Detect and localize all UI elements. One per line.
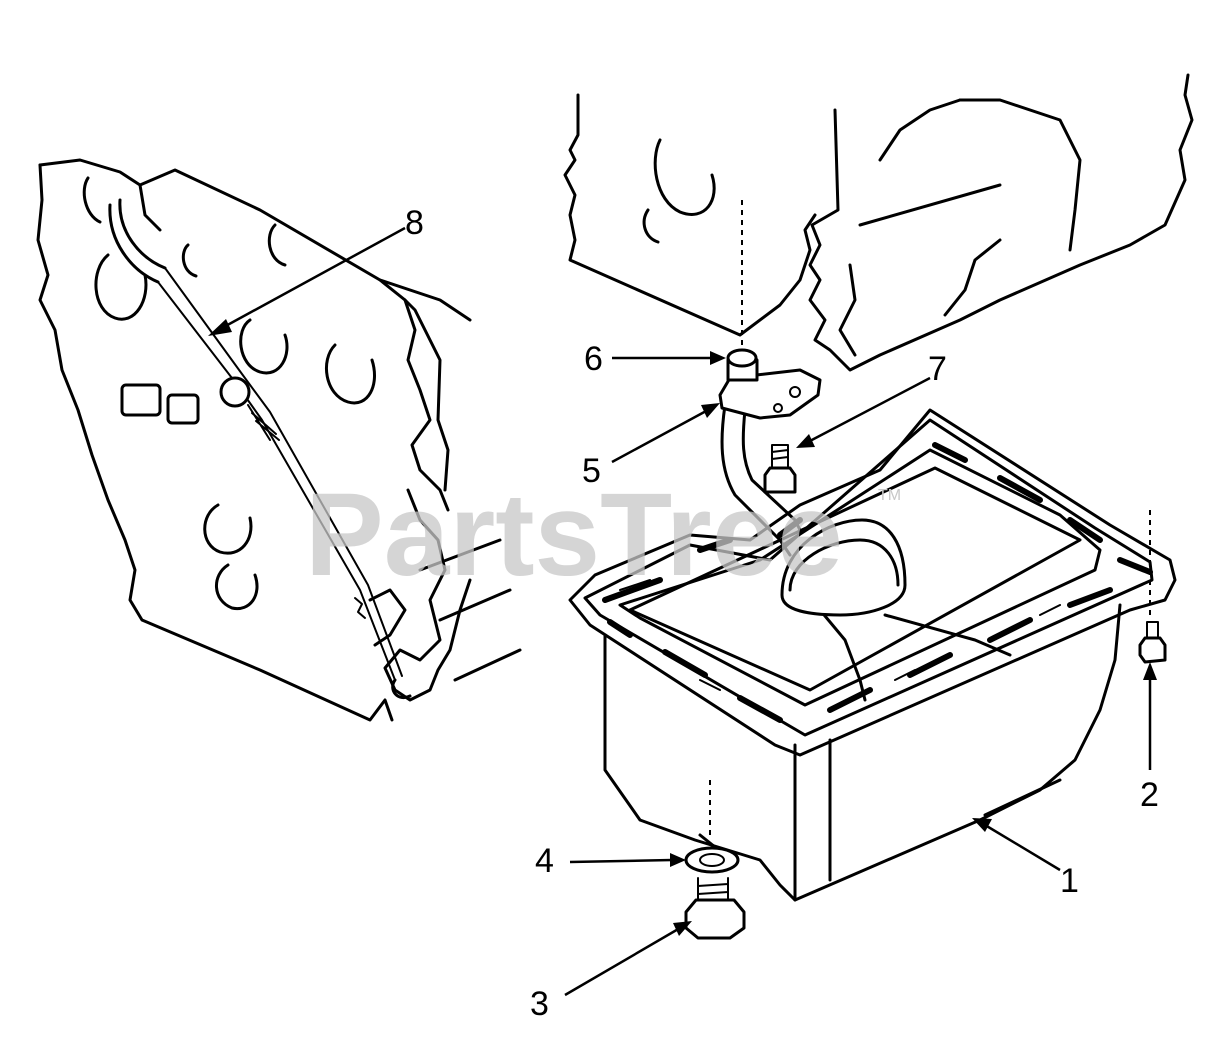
callout-4: 4 xyxy=(535,842,554,880)
watermark-text: PartsTree xyxy=(305,469,843,601)
leader-lines xyxy=(208,226,1157,997)
gasket-slots xyxy=(602,442,1153,723)
callout-2: 2 xyxy=(1140,776,1159,814)
callout-3: 3 xyxy=(530,985,549,1023)
callout-labels: 1 2 3 4 5 6 7 8 xyxy=(405,204,1159,1023)
callout-6: 6 xyxy=(584,340,603,378)
oil-pan xyxy=(568,348,1177,940)
callout-1: 1 xyxy=(1060,862,1079,900)
watermark: PartsTree TM xyxy=(305,469,901,601)
callout-7: 7 xyxy=(928,350,947,388)
engine-block-left xyxy=(36,158,522,722)
engine-block-right xyxy=(563,73,1194,372)
callout-5: 5 xyxy=(582,452,601,490)
watermark-trademark: TM xyxy=(878,487,901,504)
callout-8: 8 xyxy=(405,204,424,242)
